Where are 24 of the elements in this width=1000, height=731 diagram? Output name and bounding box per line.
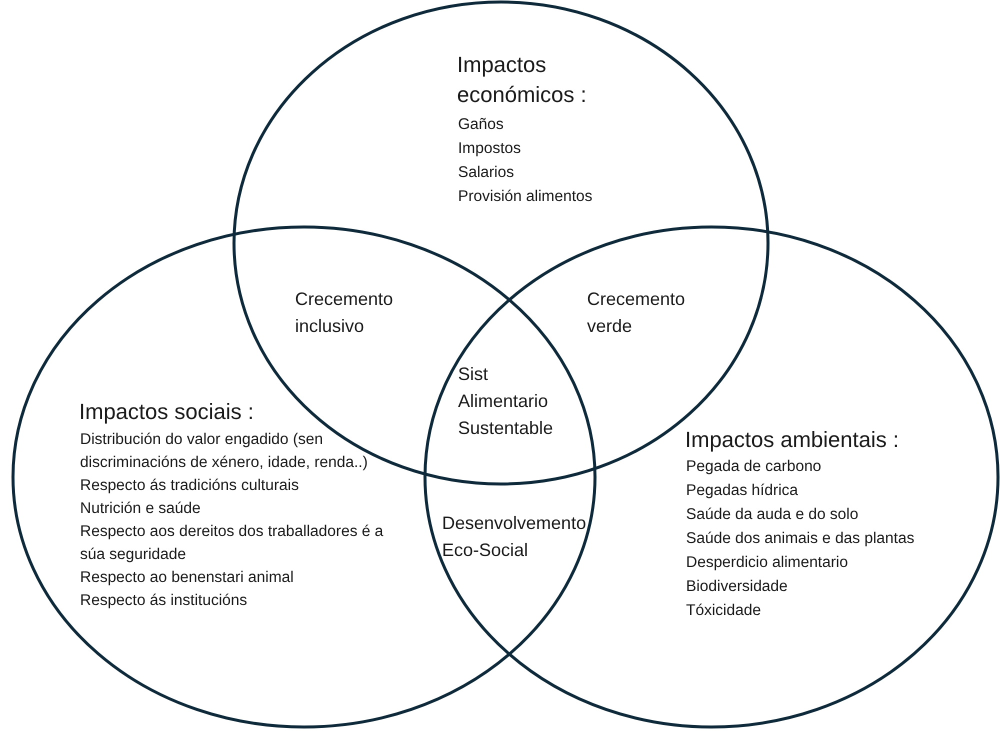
list-item: Respecto ás tradicións culturais: [80, 476, 300, 496]
list-item: Biodiversidade: [686, 577, 789, 597]
list-item: Respecto ao benenstari animal: [80, 568, 295, 588]
list-item: Nutrición e saúde: [80, 499, 202, 519]
list-item: Pegada de carbono: [686, 457, 822, 477]
list-item: Provisión alimentos: [458, 187, 594, 207]
list-item: Saúde dos animais e das plantas: [686, 529, 916, 549]
list-item: Distribución do valor engadido (sen discriminacións de xénero, idade, renda..): [80, 430, 369, 473]
list-item: Gaños: [458, 115, 505, 135]
list-item: Pegadas hídrica: [686, 481, 800, 501]
list-item: Respecto ás institucións: [80, 591, 248, 611]
list-item: Salarios: [458, 163, 515, 183]
circle-heading: Impactos ambientais :: [685, 426, 900, 454]
overlap-label: Sist Alimentario Sustentable: [458, 363, 554, 440]
list-item: Respecto aos dereitos dos traballadores é a súa seguridade: [80, 522, 384, 565]
list-item: Tóxicidade: [686, 601, 762, 621]
circle-heading: Impactos económicos :: [457, 51, 588, 109]
overlap-label: Crecemento verde: [587, 288, 686, 338]
circle-heading: Impactos sociais :: [79, 398, 255, 426]
list-item: Saúde da auda e do solo: [686, 505, 860, 525]
overlap-label: Crecemento inclusivo: [295, 288, 394, 338]
list-item: Desperdicio alimentario: [686, 553, 849, 573]
overlap-label: Desenvolvemento Eco-Social: [442, 512, 588, 562]
list-item: Impostos: [458, 139, 522, 159]
